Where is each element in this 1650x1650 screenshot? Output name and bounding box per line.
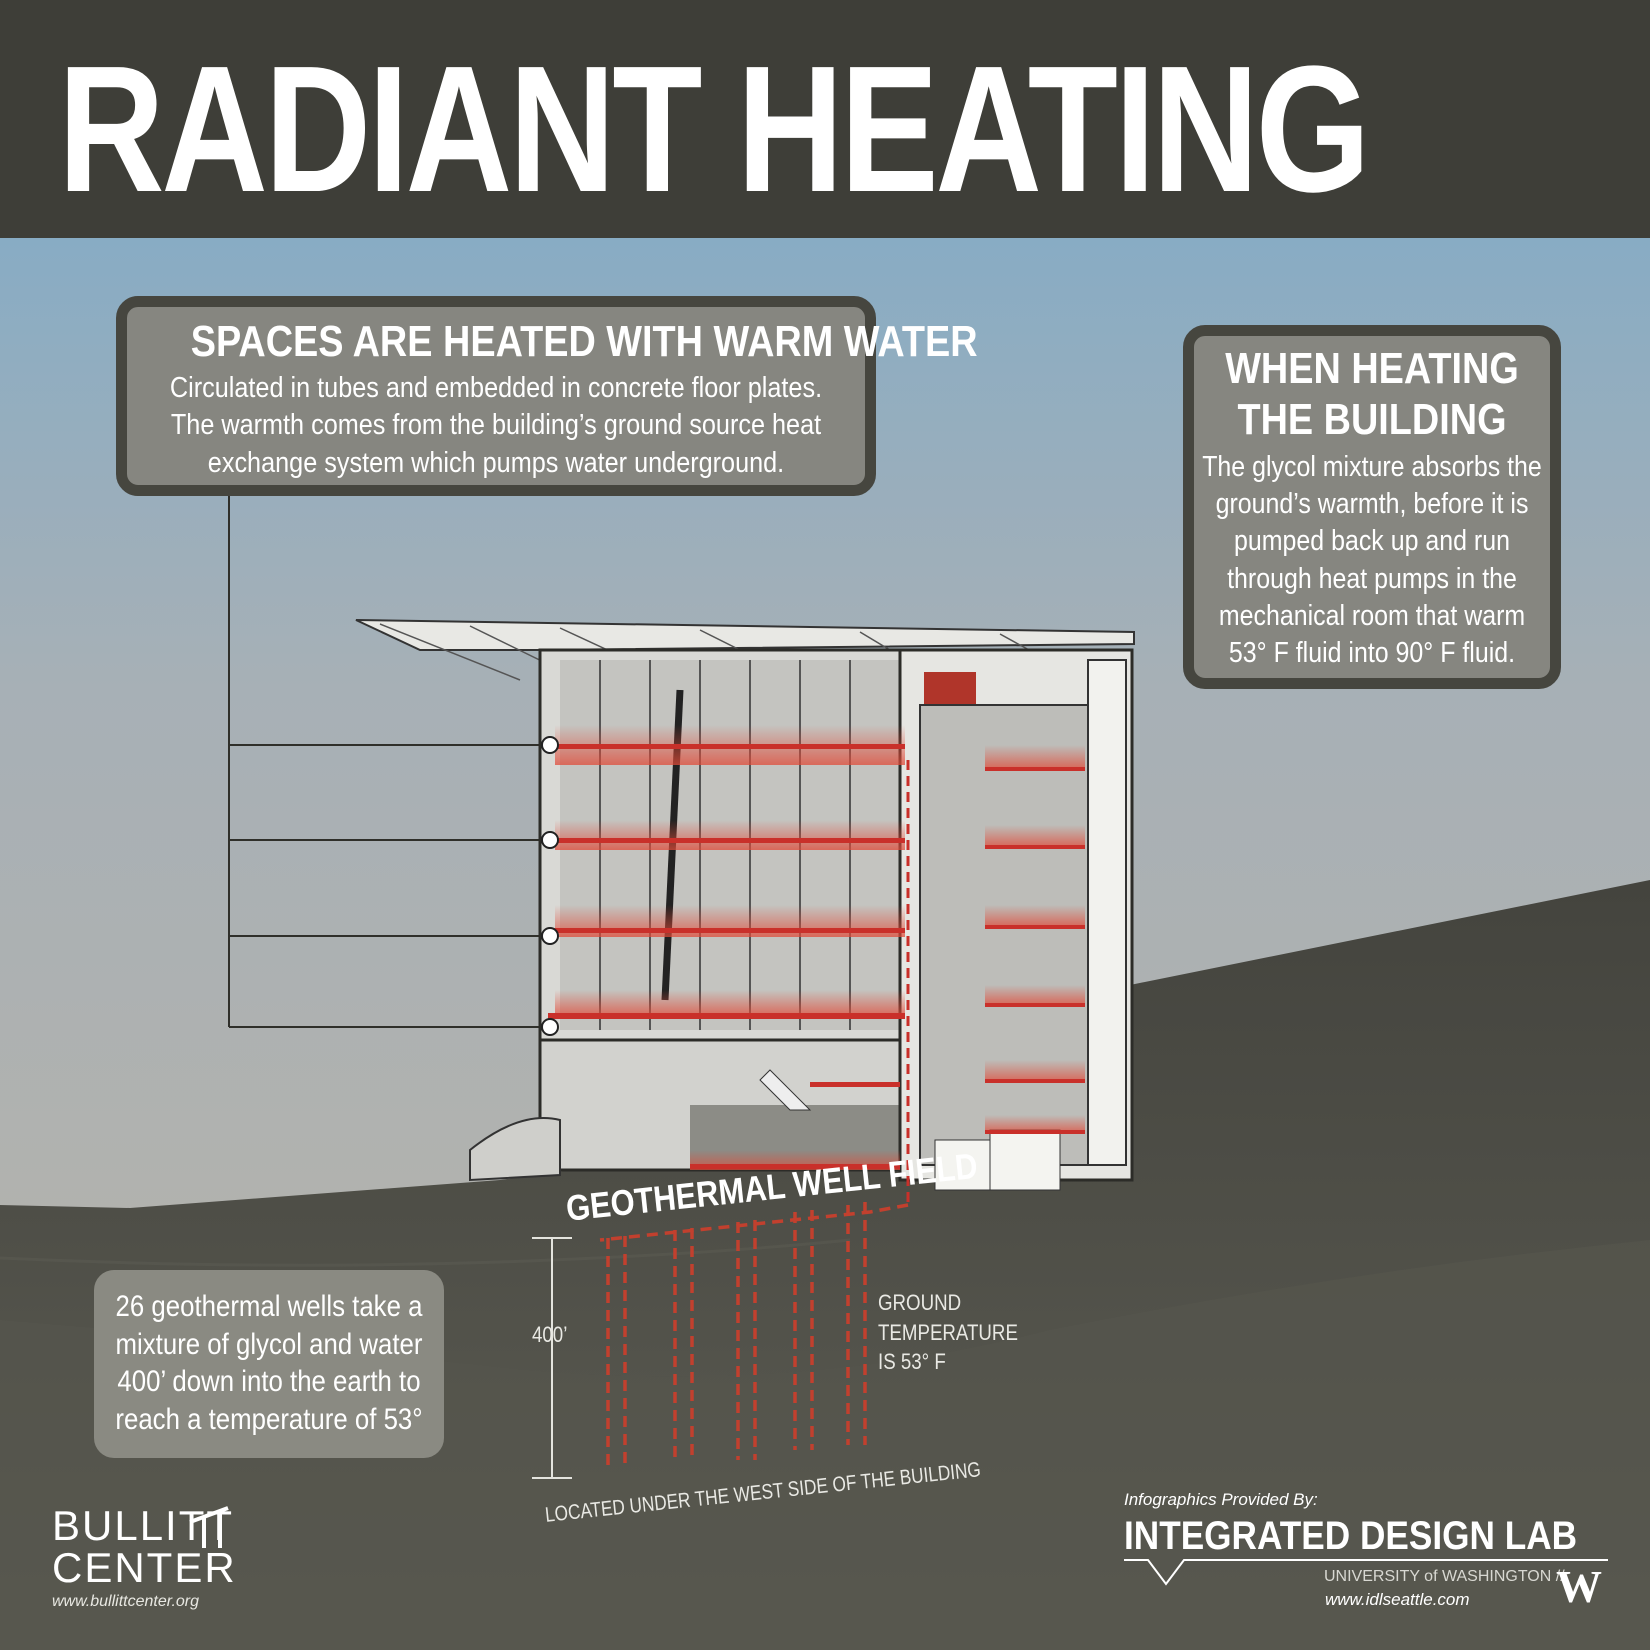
geothermal-wells [599, 1202, 909, 1470]
depth-label: 400’ [532, 1322, 568, 1347]
callout-spaces-heated: SPACES ARE HEATED WITH WARM WATER Circul… [116, 296, 978, 496]
bullitt-center-logo: BULLITT CENTER www.bullittcenter.org [52, 1505, 237, 1611]
building-section [355, 619, 1135, 1205]
bullitt-logo-line1: BULLITT [52, 1502, 235, 1549]
ground-layer [0, 1240, 1650, 1650]
callout-geothermal-wells: 26 geothermal wells take a mixture of gl… [94, 1270, 444, 1458]
callout-heating-text: The glycol mixture absorbs the ground’s … [1202, 451, 1542, 669]
idl-university: UNIVERSITY of WASHINGTON // [1324, 1568, 1565, 1585]
stair-core [919, 704, 1089, 1166]
callout-markers [541, 736, 559, 1036]
leader-lines [228, 496, 548, 1028]
ground-temp-line-2: TEMPERATURE [878, 1319, 1018, 1345]
callout-when-heating: WHEN HEATING THE BUILDING The glycol mix… [1183, 325, 1561, 689]
callout-spaces-heading: SPACES ARE HEATED WITH WARM WATER [190, 317, 978, 366]
depth-bracket [532, 1237, 572, 1479]
bullitt-url: www.bullittcenter.org [52, 1593, 200, 1610]
callout-heating-heading: WHEN HEATING THE BUILDING [1225, 344, 1519, 444]
heated-slabs-west [548, 725, 905, 1170]
callout-spaces-text: Circulated in tubes and embedded in conc… [169, 371, 823, 479]
mechanical-room-red [924, 672, 976, 704]
bullitt-logo-line2: CENTER [52, 1544, 237, 1591]
header-banner: RADIANT HEATING [0, 0, 1650, 238]
idl-provided-by: Infographics Provided By: [1124, 1490, 1318, 1509]
page-title: RADIANT HEATING [58, 29, 1370, 230]
heated-slabs-east [985, 745, 1085, 1134]
callout-wells-text: 26 geothermal wells take a mixture of gl… [115, 1290, 423, 1436]
solar-canopy [355, 619, 1135, 651]
bullitt-logo-mark [189, 1506, 229, 1548]
ground-temperature-label: GROUND TEMPERATURE IS 53° F [878, 1288, 1018, 1377]
idl-logo-line [1124, 1559, 1608, 1586]
uw-logo-icon: W [1556, 1561, 1602, 1612]
elevator-shaft [1087, 659, 1127, 1166]
ground-temp-line-3: IS 53° F [878, 1349, 946, 1375]
idl-url: www.idlseattle.com [1325, 1590, 1470, 1609]
ground-temp-line-1: GROUND [878, 1290, 962, 1315]
idl-logo-name: INTEGRATED DESIGN LAB [1124, 1514, 1578, 1558]
